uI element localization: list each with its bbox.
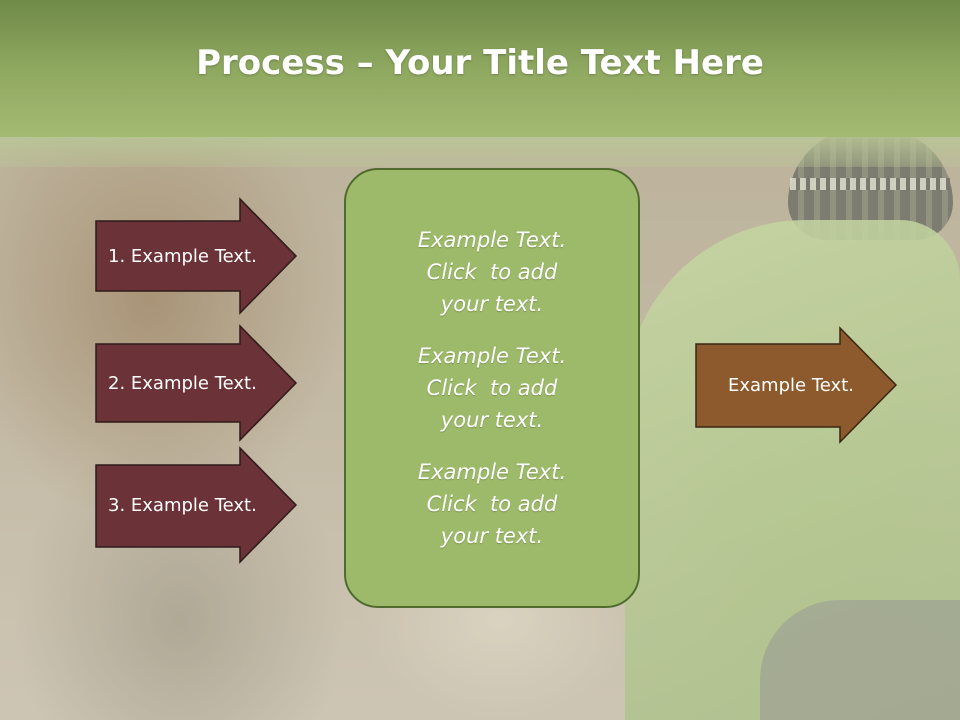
arrow-shape (695, 326, 898, 444)
slide-title[interactable]: Process – Your Title Text Here (196, 43, 764, 83)
panel-text-block-3[interactable]: Example Text. Click to add your text. (418, 456, 566, 552)
panel-line: your text. (440, 524, 544, 548)
panel-line: Click to add (426, 376, 558, 400)
arrow-shape-icon (95, 197, 298, 315)
panel-line: your text. (440, 408, 544, 432)
panel-line: Example Text. (417, 460, 567, 484)
arrow-shape-icon (95, 446, 298, 564)
hiker-beanie-band (790, 178, 950, 190)
step-label-2: 2. Example Text. (108, 372, 257, 394)
step-label-1: 1. Example Text. (108, 245, 257, 267)
title-rest: – Your Title Text Here (344, 42, 764, 83)
arrow-shape-icon (695, 326, 898, 444)
title-bar: Process – Your Title Text Here (0, 0, 960, 137)
step-arrow-3[interactable]: 3. Example Text. (95, 446, 298, 564)
step-arrow-1[interactable]: 1. Example Text. (95, 197, 298, 315)
panel-text-block-2[interactable]: Example Text. Click to add your text. (418, 340, 566, 436)
result-arrow[interactable]: Example Text. (695, 326, 898, 444)
step-label-3: 3. Example Text. (108, 494, 257, 516)
panel-line: Example Text. (417, 228, 567, 252)
arrow-shape (95, 446, 298, 564)
step-arrow-2[interactable]: 2. Example Text. (95, 324, 298, 442)
panel-line: your text. (440, 292, 544, 316)
title-bold: Process (196, 42, 345, 83)
arrow-shape (95, 324, 298, 442)
panel-line: Example Text. (417, 344, 567, 368)
title-bar-strip (0, 137, 960, 167)
content-panel[interactable]: Example Text. Click to add your text. Ex… (344, 168, 640, 608)
panel-line: Click to add (426, 492, 558, 516)
arrow-shape (95, 197, 298, 315)
panel-text-block-1[interactable]: Example Text. Click to add your text. (418, 224, 566, 320)
panel-line: Click to add (426, 260, 558, 284)
arrow-shape-icon (95, 324, 298, 442)
hiker-backpack (760, 600, 960, 720)
result-label: Example Text. (728, 374, 854, 396)
